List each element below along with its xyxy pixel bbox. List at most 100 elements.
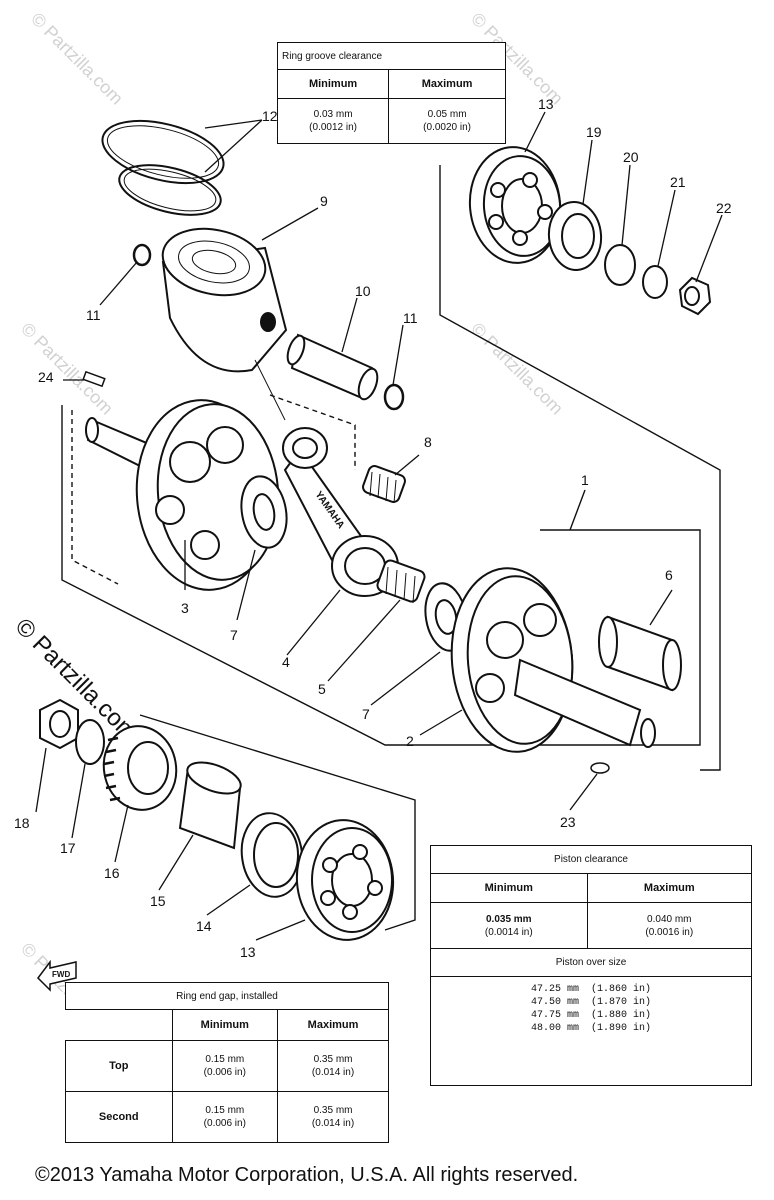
label-1-leader xyxy=(569,489,586,531)
label-17: 17 xyxy=(60,840,76,856)
main-bearing-upper xyxy=(468,146,562,264)
drive-gear-16 xyxy=(102,725,178,811)
ring-groove-max-value: 0.05 mm (0.0020 in) xyxy=(388,98,506,144)
label-8: 8 xyxy=(424,434,432,450)
ring-end-second-min: 0.15 mm (0.006 in) xyxy=(171,1091,279,1143)
label-7-right: 7 xyxy=(362,706,370,722)
nut-22 xyxy=(678,276,712,316)
piston-clearance-title: Piston clearance xyxy=(430,845,752,874)
ring-end-second-min-in: (0.006 in) xyxy=(203,1118,246,1129)
label-12: 12 xyxy=(262,108,278,124)
needle-bearings xyxy=(362,465,426,604)
ring-end-min-header: Minimum xyxy=(171,1009,279,1041)
ring-end-second-max-mm: 0.35 mm xyxy=(313,1105,353,1116)
watermark-1: © Partzilla.com xyxy=(27,9,127,109)
ring-end-second-max-in: (0.014 in) xyxy=(311,1118,355,1129)
ring-groove-min-header: Minimum xyxy=(276,69,390,99)
piston-min-mm: 0.035 mm xyxy=(485,913,532,925)
crank-half-right xyxy=(450,567,656,753)
gear-group-outline xyxy=(139,714,416,931)
connecting-rod: YAMAHA xyxy=(282,427,399,597)
fwd-label: FWD xyxy=(52,970,70,979)
label-21: 21 xyxy=(670,174,686,190)
watermark-3: © Partzilla.com xyxy=(17,319,117,419)
oversize-3: 47.75 mm (1.880 in) xyxy=(530,1010,652,1021)
ring-end-row-second-label: Second xyxy=(65,1091,173,1143)
leader-lines xyxy=(35,111,723,941)
label-4: 4 xyxy=(282,654,290,670)
ring-groove-title: Ring groove clearance xyxy=(277,42,506,70)
label-19: 19 xyxy=(586,124,602,140)
watermark-4: © Partzilla.com xyxy=(467,319,567,419)
ring-groove-max-header: Maximum xyxy=(388,69,506,99)
ring-groove-min-mm: 0.03 mm xyxy=(313,109,353,120)
circlips xyxy=(132,243,405,411)
oversize-2: 47.50 mm (1.870 in) xyxy=(530,997,652,1008)
ring-groove-min-value: 0.03 mm (0.0012 in) xyxy=(276,98,390,144)
lock-washer-21 xyxy=(642,265,668,299)
crank-inner-dashed xyxy=(71,410,119,585)
ring-end-row-top-label: Top xyxy=(65,1040,173,1092)
ring-end-gap-table: Ring end gap, installed Minimum Maximum … xyxy=(65,982,389,1143)
label-5: 5 xyxy=(318,681,326,697)
label-22: 22 xyxy=(716,200,732,216)
label-2: 2 xyxy=(406,733,414,749)
part-labels: 12 9 11 10 11 13 19 20 21 22 24 8 1 3 7 … xyxy=(14,96,732,960)
ring-end-top-min-mm: 0.15 mm xyxy=(205,1054,245,1065)
label-3: 3 xyxy=(181,600,189,616)
ring-end-top-min-in: (0.006 in) xyxy=(203,1067,246,1078)
ring-end-top-max-mm: 0.35 mm xyxy=(313,1054,353,1065)
collar-15 xyxy=(178,761,242,850)
ring-end-top-min: 0.15 mm (0.006 in) xyxy=(171,1040,279,1092)
woodruff-key-24 xyxy=(82,370,106,388)
label-13-lower: 13 xyxy=(240,944,256,960)
piston-min-in: (0.0014 in) xyxy=(484,926,533,938)
label-11-left: 11 xyxy=(86,307,101,323)
label-11-right: 11 xyxy=(403,310,418,326)
washer-17 xyxy=(75,719,105,765)
rod-dashed xyxy=(269,394,356,470)
label-15: 15 xyxy=(150,893,166,909)
piston xyxy=(161,227,288,421)
piston-min-header: Minimum xyxy=(430,873,588,903)
oil-seal-14 xyxy=(240,812,304,898)
oil-seal-19 xyxy=(547,201,603,271)
ring-groove-max-in: (0.0020 in) xyxy=(423,122,471,133)
oversize-1: 47.25 mm (1.860 in) xyxy=(530,984,652,995)
ring-end-top-max: 0.35 mm (0.014 in) xyxy=(277,1040,389,1092)
forward-arrow: FWD xyxy=(37,959,77,992)
bearing-group-outline xyxy=(439,165,721,771)
label-18: 18 xyxy=(14,815,30,831)
ring-end-second-max: 0.35 mm (0.014 in) xyxy=(277,1091,389,1143)
piston-rings xyxy=(101,119,225,216)
label-24: 24 xyxy=(38,369,54,385)
ring-end-corner xyxy=(65,1009,173,1041)
label-20: 20 xyxy=(623,149,639,165)
crank-group-outline xyxy=(61,405,701,746)
label-16: 16 xyxy=(104,865,120,881)
group-outlines xyxy=(61,165,721,931)
piston-oversize-list: 47.25 mm (1.860 in) 47.50 mm (1.870 in) … xyxy=(430,976,752,1086)
label-14: 14 xyxy=(196,918,212,934)
piston-max-header: Maximum xyxy=(586,873,753,903)
label-1: 1 xyxy=(581,472,589,488)
piston-max-value: 0.040 mm (0.0016 in) xyxy=(586,902,753,949)
label-7-left: 7 xyxy=(230,627,238,643)
ring-end-second-min-mm: 0.15 mm xyxy=(205,1105,245,1116)
piston-max-in: (0.0016 in) xyxy=(645,926,694,938)
label-6: 6 xyxy=(665,567,673,583)
copyright-notice: ©2013 Yamaha Motor Corporation, U.S.A. A… xyxy=(35,1164,579,1186)
label-13-upper: 13 xyxy=(538,96,554,112)
piston-clearance-table: Piston clearance Minimum Maximum 0.035 m… xyxy=(430,845,753,1086)
nut-18 xyxy=(39,698,79,750)
spacer-collar xyxy=(598,615,682,692)
ring-end-title: Ring end gap, installed xyxy=(65,982,389,1010)
ring-end-top-max-in: (0.014 in) xyxy=(311,1067,355,1078)
label-23: 23 xyxy=(560,814,576,830)
label-9: 9 xyxy=(320,193,328,209)
ring-groove-max-mm: 0.05 mm xyxy=(427,109,467,120)
main-bearing-lower xyxy=(295,819,395,941)
ring-groove-min-in: (0.0012 in) xyxy=(309,122,357,133)
piston-pin xyxy=(286,333,379,401)
